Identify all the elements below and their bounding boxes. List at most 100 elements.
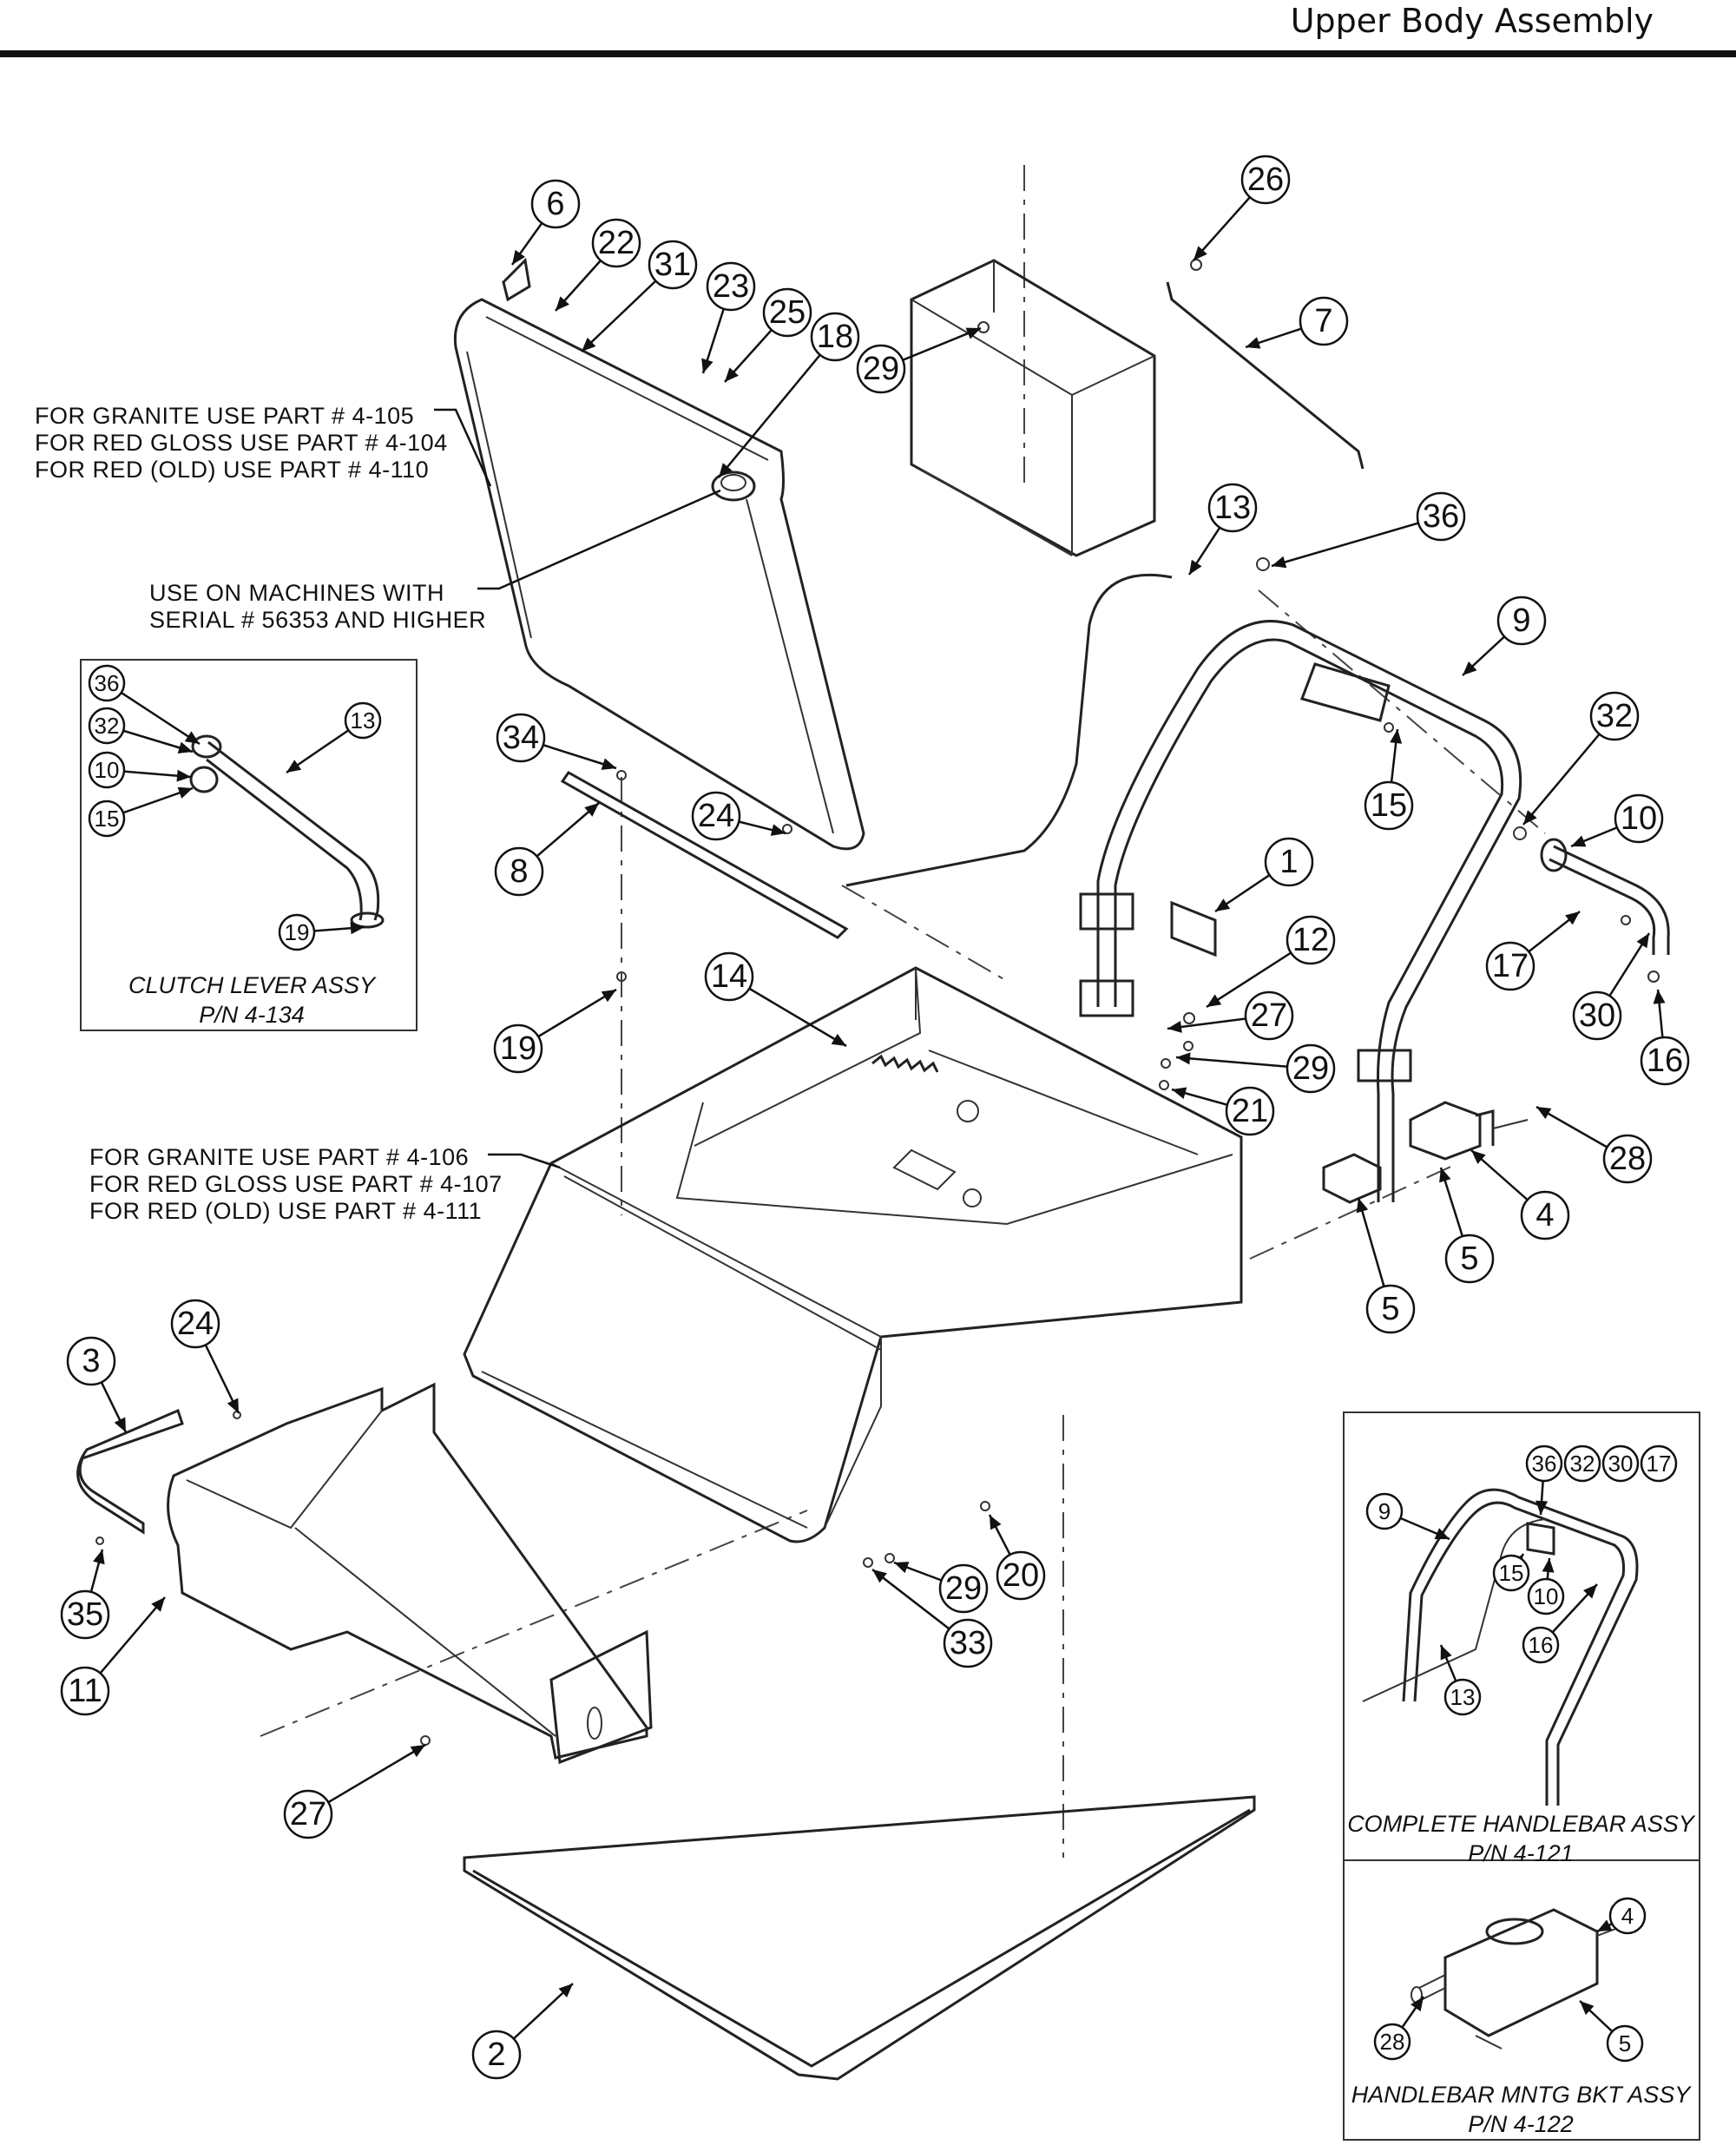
svg-text:FOR RED (OLD) USE PART # 4-111: FOR RED (OLD) USE PART # 4-111 bbox=[89, 1198, 482, 1224]
callout-circle bbox=[1225, 1086, 1275, 1136]
leader-arrowhead bbox=[1172, 1087, 1187, 1100]
svg-text:SERIAL # 56353 AND HIGHER: SERIAL # 56353 AND HIGHER bbox=[149, 607, 486, 633]
leader-arrowhead bbox=[584, 803, 599, 817]
callout-number: 19 bbox=[500, 1030, 536, 1067]
callout-circle bbox=[1444, 1234, 1495, 1284]
callout-circle bbox=[278, 913, 316, 951]
leader-arrowhead bbox=[1167, 1021, 1182, 1033]
callout-number: 35 bbox=[67, 1596, 103, 1633]
leader-arrowhead bbox=[1194, 246, 1207, 260]
callout-circle bbox=[1264, 837, 1314, 887]
page-title: Upper Body Assembly bbox=[1290, 2, 1654, 40]
callout-circle bbox=[1416, 491, 1466, 542]
callout-circle bbox=[530, 179, 581, 229]
leader-arrowhead bbox=[512, 249, 525, 265]
clutch-lever-detail bbox=[189, 734, 385, 929]
leader-line bbox=[718, 336, 836, 478]
leader-arrowhead bbox=[410, 1745, 425, 1758]
callout-number: 36 bbox=[1532, 1451, 1557, 1477]
callout-number: 2 bbox=[487, 2036, 505, 2073]
callout-number: 5 bbox=[1460, 1240, 1478, 1277]
leader-arrowhead bbox=[177, 786, 193, 799]
leader-arrowhead bbox=[227, 1398, 239, 1413]
callout-number: 26 bbox=[1247, 161, 1284, 198]
clutch-inset-pn: P/N 4-134 bbox=[199, 1002, 305, 1028]
callout-number: 29 bbox=[945, 1570, 982, 1607]
callout-circle bbox=[1365, 1492, 1404, 1530]
leader-arrowhead bbox=[93, 1550, 105, 1565]
callout-circle bbox=[996, 1550, 1046, 1601]
callout-number: 30 bbox=[1608, 1451, 1634, 1477]
callout-number: 16 bbox=[1647, 1043, 1683, 1079]
bracket-inset-title: HANDLEBAR MNTG BKT ASSY bbox=[1351, 2082, 1693, 2108]
leader-arrowhead bbox=[286, 760, 302, 773]
callout-circle bbox=[1527, 1577, 1565, 1615]
callout-circle bbox=[706, 261, 756, 312]
leader-arrowhead bbox=[1356, 1198, 1369, 1214]
handlebar-inset-pn: P/N 4-121 bbox=[1468, 1840, 1574, 1866]
callout-number: 13 bbox=[351, 707, 376, 734]
callout-number: 36 bbox=[1423, 498, 1459, 535]
leader-arrowhead bbox=[556, 296, 569, 311]
callout-circle bbox=[1601, 1444, 1640, 1483]
bottom-tray bbox=[463, 1795, 1256, 2081]
callout-number: 4 bbox=[1535, 1197, 1554, 1234]
callout-number: 13 bbox=[1214, 490, 1251, 526]
callout-circle bbox=[344, 701, 382, 740]
body-part-note: FOR GRANITE USE PART # 4-106 FOR RED GLO… bbox=[89, 1144, 561, 1224]
callout-number: 19 bbox=[285, 919, 310, 945]
callout-circle bbox=[60, 1666, 110, 1716]
leader-arrowhead bbox=[872, 1569, 887, 1583]
callout-circle bbox=[1496, 595, 1547, 646]
leader-arrowhead bbox=[1410, 1997, 1424, 2012]
callout-number: 33 bbox=[950, 1625, 986, 1661]
callout-circle bbox=[1589, 691, 1640, 741]
callout-circle bbox=[1244, 990, 1294, 1041]
callout-circle bbox=[1525, 1444, 1563, 1483]
callout-circle bbox=[88, 707, 126, 745]
leader-arrowhead bbox=[184, 731, 200, 744]
callout-circle bbox=[938, 1563, 989, 1614]
leader-arrowhead bbox=[1535, 1500, 1549, 1515]
leader-arrowhead bbox=[770, 824, 786, 836]
leader-arrowhead bbox=[176, 769, 191, 782]
callout-number: 24 bbox=[698, 798, 734, 834]
svg-text:USE ON MACHINES WITH: USE ON MACHINES WITH bbox=[149, 580, 444, 606]
callout-number: 30 bbox=[1579, 997, 1615, 1034]
svg-text:FOR RED (OLD) USE PART # 4-110: FOR RED (OLD) USE PART # 4-110 bbox=[35, 457, 429, 483]
leader-arrowhead bbox=[1440, 1645, 1452, 1661]
callout-circle bbox=[88, 664, 126, 702]
leader-arrowhead bbox=[151, 1597, 165, 1612]
callout-number: 10 bbox=[1534, 1583, 1559, 1609]
callout-circle bbox=[88, 799, 126, 838]
callout-circle bbox=[471, 2030, 522, 2080]
leader-arrowhead bbox=[350, 922, 365, 935]
lower-body bbox=[167, 1382, 653, 1765]
mount-bracket bbox=[1322, 1101, 1529, 1204]
handlebar-inset-title: COMPLETE HANDLEBAR ASSY bbox=[1347, 1811, 1696, 1837]
callout-number: 32 bbox=[95, 713, 120, 739]
svg-text:FOR RED GLOSS USE PART # 4-104: FOR RED GLOSS USE PART # 4-104 bbox=[35, 430, 448, 456]
callout-circle bbox=[1286, 1043, 1336, 1094]
callout-number: 21 bbox=[1232, 1093, 1268, 1129]
leader-arrowhead bbox=[1189, 559, 1202, 575]
callout-number: 32 bbox=[1596, 698, 1633, 734]
clutch-cable bbox=[845, 573, 1173, 887]
leader-arrowhead bbox=[1571, 835, 1587, 847]
leader-arrowhead bbox=[1215, 898, 1231, 911]
leader-line bbox=[1271, 515, 1442, 568]
callout-number: 28 bbox=[1609, 1141, 1646, 1177]
leader-arrowhead bbox=[114, 1417, 126, 1432]
callout-number: 16 bbox=[1529, 1632, 1554, 1658]
side-panel bbox=[76, 1408, 184, 1535]
callout-number: 18 bbox=[817, 319, 853, 355]
leader-arrowhead bbox=[1272, 556, 1287, 569]
leader-arrowhead bbox=[1536, 1107, 1552, 1120]
callout-number: 11 bbox=[68, 1673, 102, 1709]
callout-circle bbox=[856, 344, 906, 394]
callout-circle bbox=[1572, 990, 1622, 1041]
leader-arrowhead bbox=[1434, 1528, 1450, 1540]
inset-frame-handlebar bbox=[1343, 1411, 1700, 2141]
callout-circle bbox=[494, 846, 544, 897]
callout-number: 32 bbox=[1570, 1451, 1595, 1477]
